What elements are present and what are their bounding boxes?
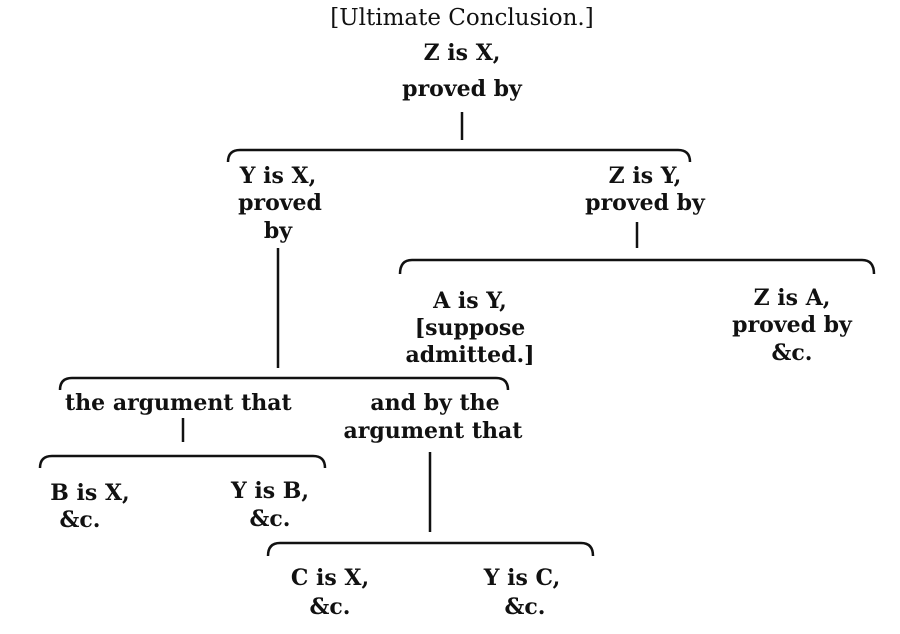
a-is-y-line2: [suppose (414, 315, 526, 341)
y-is-c-line1: Y is C, (483, 565, 561, 591)
argument2-line1: and by the (370, 390, 500, 416)
bracket-argument1 (38, 454, 327, 469)
b-is-x-line1: B is X, (50, 480, 130, 506)
y-is-b-line2: &c. (249, 506, 291, 532)
left-branch-line1: Y is X, (239, 163, 317, 189)
bracket-left (58, 376, 510, 391)
c-is-x-line1: C is X, (290, 565, 370, 591)
z-is-a-line3: &c. (771, 340, 813, 366)
root-line2: proved by (402, 76, 522, 102)
z-is-a-line2: proved by (732, 312, 852, 338)
y-is-b-line1: Y is B, (230, 478, 310, 504)
left-branch-line2: proved (238, 190, 322, 216)
a-is-y-line3: admitted.] (405, 342, 535, 368)
root-line1: Z is X, (423, 40, 501, 66)
root-title: [Ultimate Conclusion.] (330, 5, 594, 31)
c-is-x-line2: &c. (309, 594, 351, 620)
y-is-c-line2: &c. (504, 594, 546, 620)
argument1-label: the argument that (65, 390, 292, 416)
argument2-line2: argument that (343, 418, 523, 444)
bracket-argument2 (266, 541, 595, 557)
bracket-root (226, 148, 692, 163)
right-branch-line2: proved by (585, 190, 705, 216)
right-branch-line1: Z is Y, (608, 163, 682, 189)
left-branch-line3: by (263, 218, 293, 244)
a-is-y-line1: A is Y, (433, 288, 507, 314)
bracket-right (398, 258, 876, 275)
z-is-a-line1: Z is A, (753, 285, 831, 311)
b-is-x-line2: &c. (59, 507, 101, 533)
